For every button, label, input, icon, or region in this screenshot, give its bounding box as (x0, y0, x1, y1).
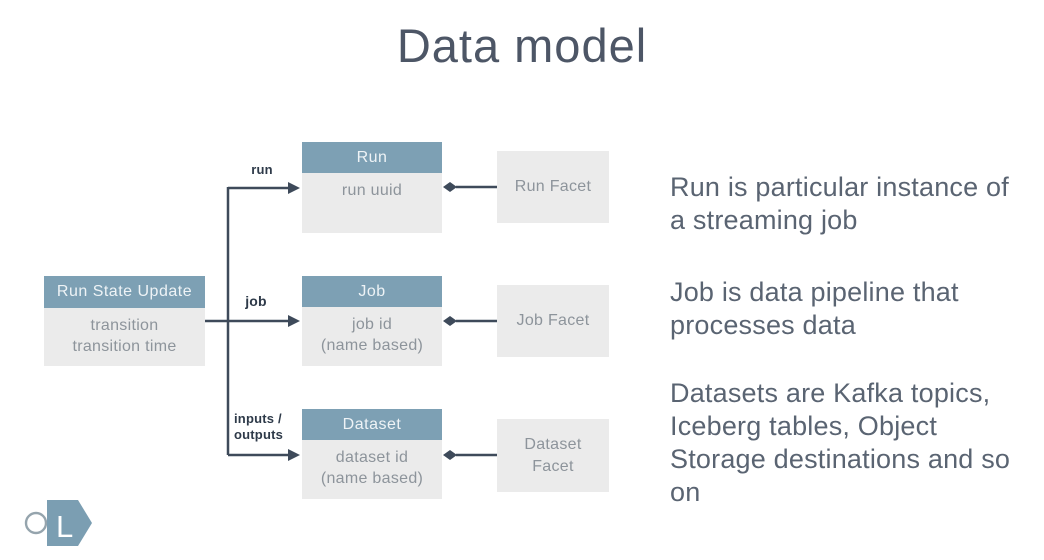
logo-l-badge-icon (47, 500, 92, 546)
job-facet-box: Job Facet (497, 285, 609, 357)
note-dataset: Datasets are Kafka topics, Iceberg table… (670, 378, 1011, 507)
note-run: Run is particular instance of a streamin… (670, 172, 1009, 235)
job-entity-box: Job job id (name based) (302, 276, 442, 366)
dataset-facet-box: Dataset Facet (497, 419, 609, 492)
job-facet-diamond (443, 316, 457, 326)
dataset-facet-diamond (443, 450, 457, 460)
logo-o-ring-icon (24, 511, 48, 535)
dataset-entity-fields: dataset id (name based) (302, 440, 442, 499)
job-entity-title: Job (302, 276, 442, 307)
run-entity-fields: run uuid (302, 173, 442, 233)
edge-label-run: run (251, 162, 273, 177)
run-state-update-title: Run State Update (44, 276, 205, 308)
job-arrowhead (288, 315, 300, 327)
dataset-entity-title: Dataset (302, 409, 442, 440)
edge-label-job: job (245, 293, 267, 309)
run-facet-diamond (443, 182, 457, 192)
run-facet-box: Run Facet (497, 151, 609, 223)
run-state-update-fields: transition transition time (44, 308, 205, 366)
job-entity-fields: job id (name based) (302, 307, 442, 366)
edge-label-inputs-outputs: inputs / outputs (234, 411, 284, 442)
openlineage-logo-icon: L (24, 500, 92, 546)
logo-letter: L (56, 509, 73, 544)
run-arrowhead (288, 182, 300, 194)
dataset-entity-box: Dataset dataset id (name based) (302, 409, 442, 499)
run-entity-box: Run run uuid (302, 142, 442, 233)
slide-title: Data model (396, 19, 648, 72)
dataset-arrowhead (288, 449, 300, 461)
run-state-update-box: Run State Update transition transition t… (44, 276, 205, 366)
run-entity-title: Run (302, 142, 442, 173)
note-job: Job is data pipeline that processes data (670, 277, 959, 340)
